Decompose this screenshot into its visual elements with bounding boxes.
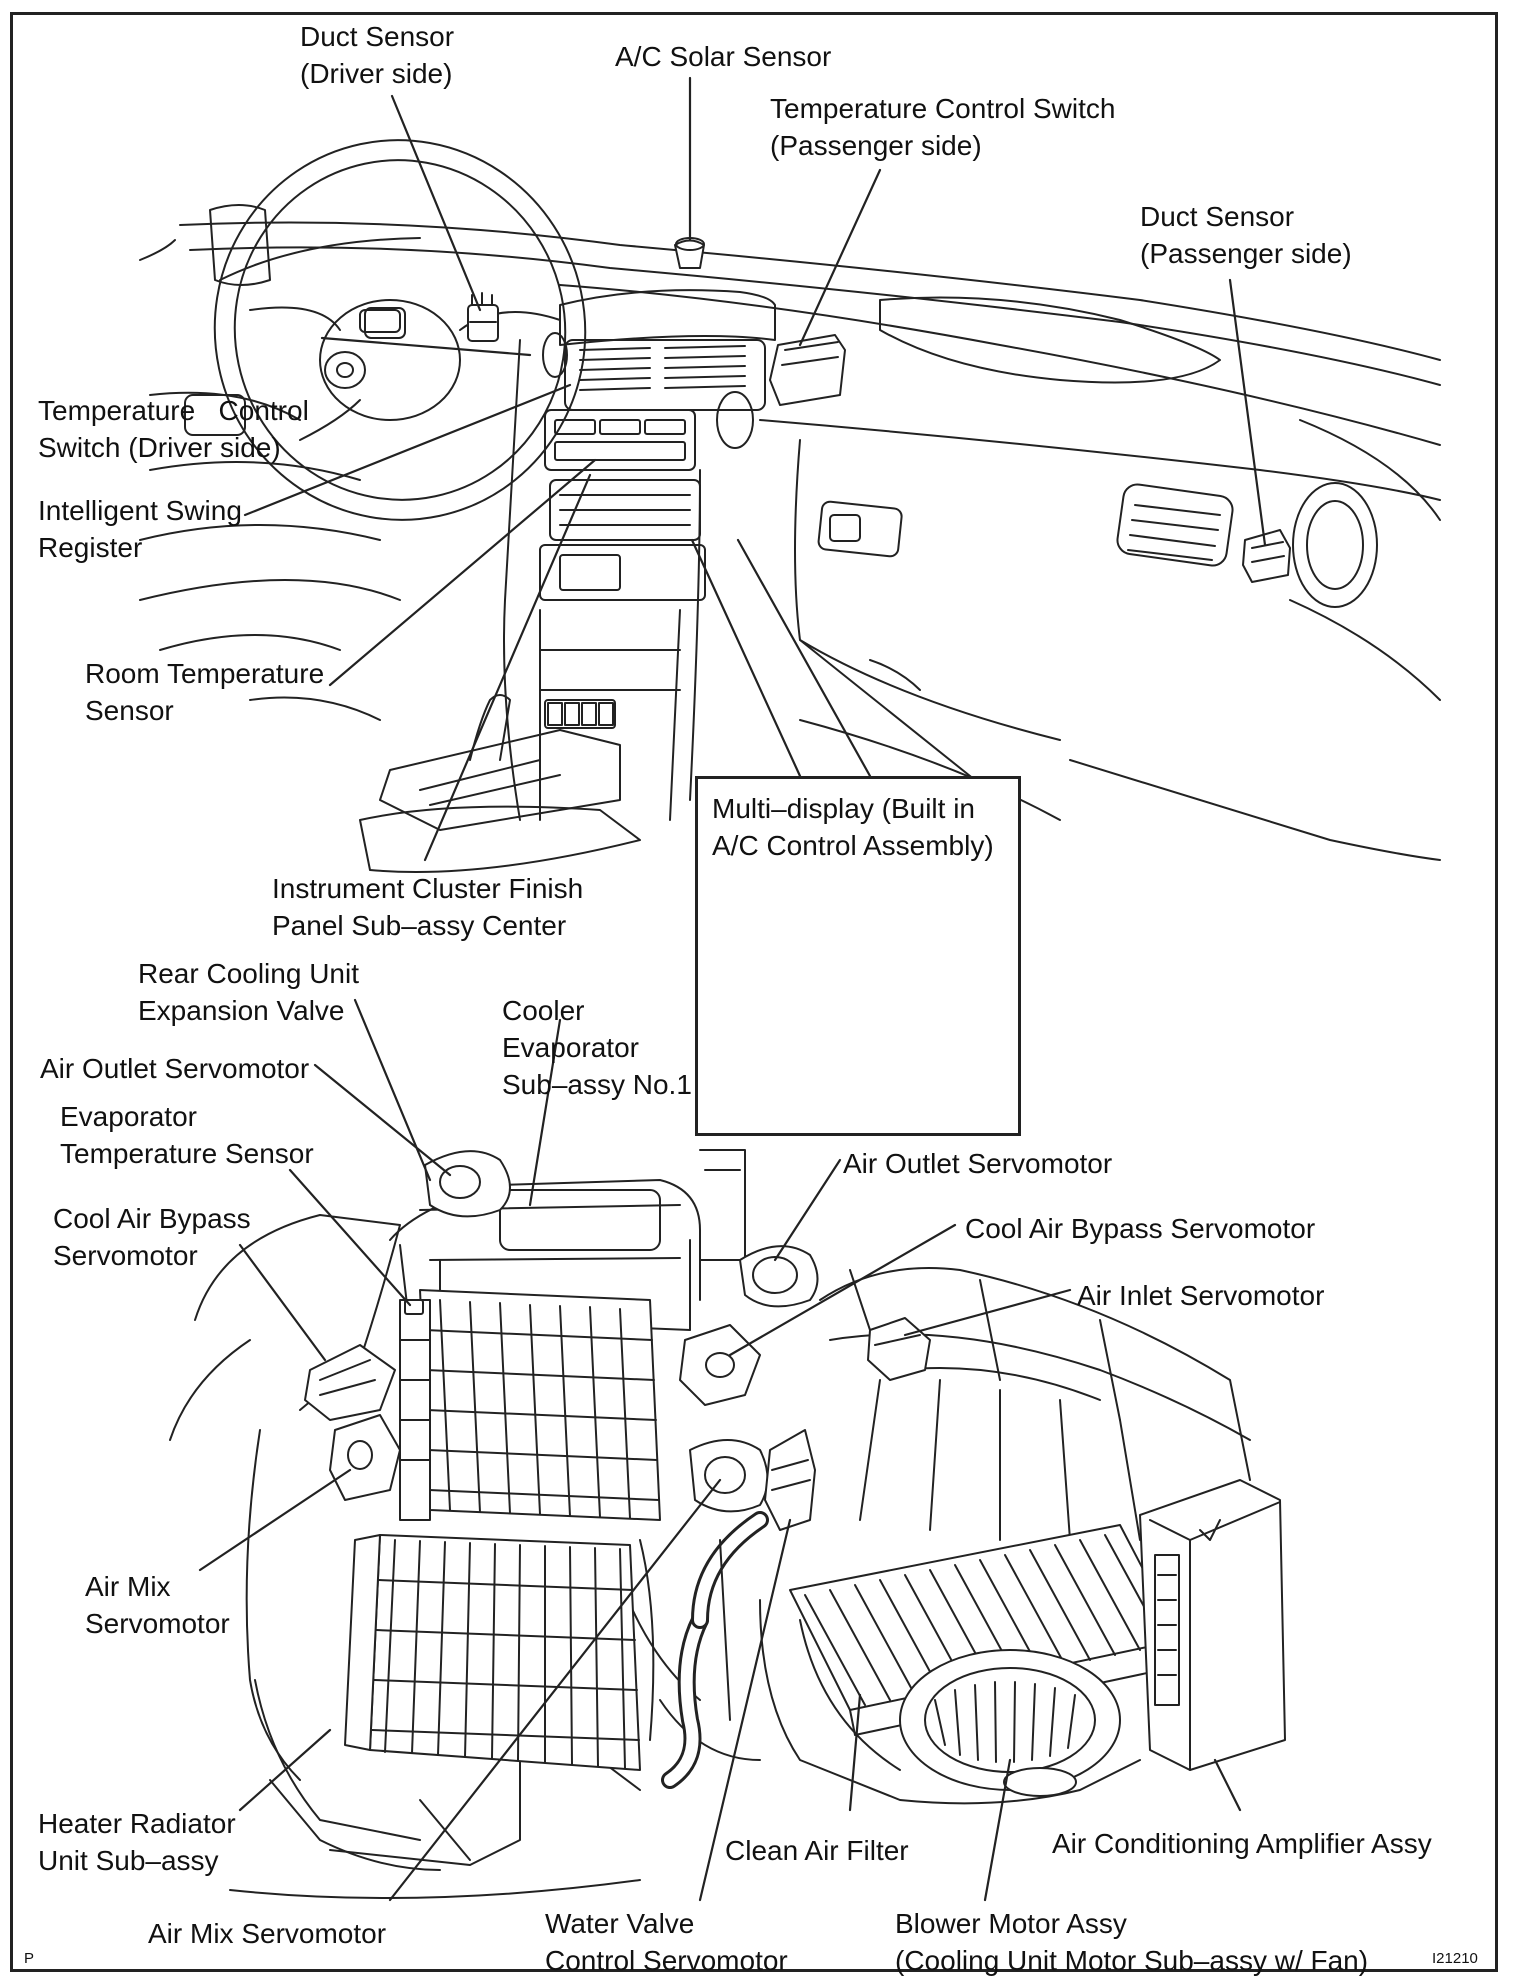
evaporator-core xyxy=(399,1289,661,1521)
center-console xyxy=(359,289,776,873)
left-pillar-and-mirror xyxy=(139,204,406,721)
label-air-inlet-servomotor: Air Inlet Servomotor xyxy=(1077,1280,1325,1311)
steering-wheel xyxy=(213,139,587,521)
label-air-mix-servomotor-lower: Air Mix Servomotor xyxy=(148,1918,387,1949)
corner-mark-left: P xyxy=(24,1950,35,1967)
label-air-outlet-servomotor-right: Air Outlet Servomotor xyxy=(843,1148,1113,1179)
sensor-parts-upper xyxy=(467,237,1291,583)
pipes-and-hoses xyxy=(639,1511,769,1789)
leader-lines xyxy=(198,76,1267,1902)
dashboard-outline xyxy=(179,221,1441,861)
label-temperature-control-switch-passenger: Temperature Control Switch(Passenger sid… xyxy=(770,93,1116,161)
heater-radiator-core xyxy=(344,1534,641,1771)
clean-air-filter-part xyxy=(789,1524,1186,1736)
label-air-outlet-servomotor-left: Air Outlet Servomotor xyxy=(40,1053,310,1084)
ac-amplifier-part xyxy=(1139,1479,1286,1771)
label-duct-sensor-passenger: Duct Sensor(Passenger side) xyxy=(1140,201,1352,269)
blower-motor-part xyxy=(899,1649,1121,1797)
label-ac-solar-sensor: A/C Solar Sensor xyxy=(615,41,832,72)
label-duct-sensor-driver: Duct Sensor(Driver side) xyxy=(300,21,455,89)
label-cool-air-bypass-servomotor-right: Cool Air Bypass Servomotor xyxy=(965,1213,1316,1244)
label-clean-air-filter: Clean Air Filter xyxy=(725,1835,909,1866)
label-air-conditioning-amplifier-assy: Air Conditioning Amplifier Assy xyxy=(1052,1828,1432,1859)
label-blower-motor-assy: Blower Motor Assy(Cooling Unit Motor Sub… xyxy=(895,1908,1369,1976)
diagram-frame xyxy=(10,12,1498,1972)
multi-display-inset-box xyxy=(695,776,1021,1136)
figure-code: I21210 xyxy=(1432,1950,1478,1967)
hvac-housing xyxy=(169,1149,1251,1899)
